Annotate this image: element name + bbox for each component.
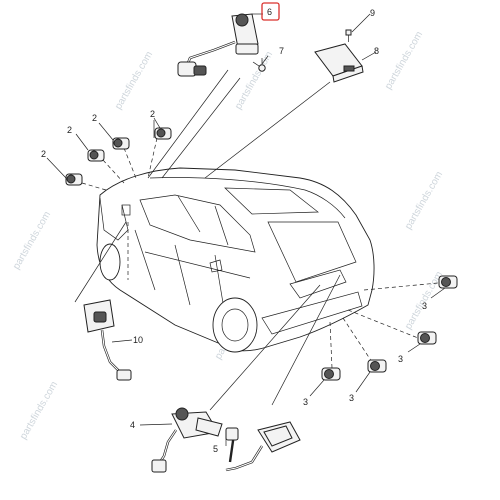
part-7-screw[interactable]: [258, 58, 266, 72]
watermark-3: partsfinds.com: [383, 30, 425, 92]
part-4-mount: [195, 417, 223, 437]
part-5-module[interactable]: [225, 421, 301, 472]
part-4-wire-inner: [159, 429, 177, 463]
callout-7: 7: [279, 46, 284, 56]
callout-5: 5: [213, 444, 218, 454]
watermark-4: partsfinds.com: [11, 210, 53, 272]
part-3-sensor-b: [417, 331, 437, 345]
watermark-7: partsfinds.com: [18, 380, 60, 442]
rear-bumper: [261, 291, 363, 335]
part-3-rear-sensors[interactable]: [321, 275, 458, 381]
part-3-sensor-a: [438, 275, 458, 289]
callout-8: 8: [374, 46, 379, 56]
part-10-camera-harness[interactable]: [83, 299, 132, 381]
vehicle-body: [96, 167, 375, 352]
callout-3-a: 3: [422, 301, 427, 311]
part-8-module-port: [343, 65, 355, 72]
part-4-lens: [175, 407, 189, 421]
part-4-wire: [159, 429, 177, 463]
leader-3d: [329, 321, 333, 369]
part-2-sensor-c: [112, 137, 130, 150]
leader-8: [204, 81, 331, 179]
callout-2-a: 2: [41, 149, 46, 159]
part-10-wire: [100, 329, 121, 373]
side-windows: [139, 194, 256, 253]
part-4-rear-camera[interactable]: [151, 407, 223, 473]
leader-6: [147, 69, 229, 179]
part-9-bolt-head: [345, 29, 352, 36]
front-wheel: [99, 243, 121, 281]
front-fascia: [99, 197, 129, 241]
part-9-bolt[interactable]: [345, 29, 352, 42]
callout-2-d: 2: [150, 109, 155, 119]
part-3-sensor-c: [367, 359, 387, 373]
part-5-face: [263, 425, 293, 447]
tail-light: [289, 269, 347, 299]
rear-wheel-hub: [221, 308, 249, 342]
callout-3-d: 3: [303, 397, 308, 407]
watermark-5: partsfinds.com: [403, 170, 445, 232]
part-4-connector: [151, 459, 167, 473]
leader-5: [271, 274, 341, 406]
part-10-connector: [116, 369, 132, 381]
callout-4: 4: [130, 420, 135, 430]
part-2-sensor-a: [65, 173, 83, 186]
watermark-1: partsfinds.com: [113, 50, 155, 112]
part-7-screw-head: [258, 64, 266, 72]
rear-wheel: [212, 297, 258, 353]
part-5-connector: [225, 427, 239, 441]
part-2-sensor-d: [154, 127, 172, 140]
leader-lines: [74, 61, 439, 411]
callout-6: 6: [267, 7, 272, 17]
callout-6-highlight-box: [261, 2, 280, 21]
watermark-2: partsfinds.com: [233, 50, 275, 112]
leader-4: [209, 284, 321, 411]
part-3-sensor-d: [321, 367, 341, 381]
leader-3a: [363, 282, 439, 291]
front-camera-mount: [121, 204, 131, 216]
part-2-front-sensors[interactable]: [65, 127, 172, 186]
callout-3-b: 3: [398, 354, 403, 364]
part-8-control-module[interactable]: [314, 43, 364, 83]
sunroof: [224, 187, 319, 215]
rear-window: [267, 221, 357, 283]
callout-2-c: 2: [92, 113, 97, 123]
part-5-wire-inner: [225, 445, 263, 471]
leader-2c: [123, 147, 137, 179]
leader-3c: [342, 317, 373, 363]
callout-2-b: 2: [67, 125, 72, 135]
vehicle-illustration: [96, 167, 375, 353]
leader-2a: [81, 182, 107, 191]
callout-leaders: [46, 13, 446, 446]
part-10-wire-inner: [101, 329, 121, 373]
part-6-front-camera[interactable]: [177, 13, 259, 77]
leader-6b: [161, 77, 241, 179]
part-6-bracket: [235, 43, 259, 55]
leader-camera-10: [74, 221, 127, 303]
roof-line: [149, 177, 346, 219]
callout-labels: 2 2 2 2 3 3 3 3 4 5 6 7 8 9 10: [41, 7, 427, 454]
callout-3-c: 3: [349, 393, 354, 403]
part-2-sensor-b: [87, 149, 105, 162]
door-lines: [134, 229, 251, 316]
mirror: [209, 259, 223, 273]
callout-9: 9: [370, 8, 375, 18]
part-6-connector: [177, 61, 197, 77]
part-6-lens: [235, 13, 249, 27]
callout-10: 10: [133, 335, 143, 345]
leader-3b: [347, 309, 419, 339]
leader-2b: [102, 159, 125, 184]
part-10-camera-body: [93, 311, 107, 323]
part-6-connector-tip: [193, 65, 207, 76]
